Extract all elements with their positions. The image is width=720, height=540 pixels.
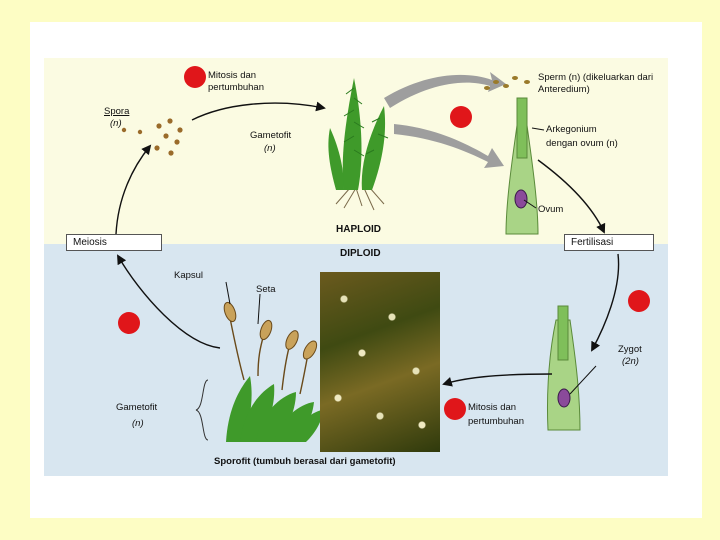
meiosis-box: Meiosis	[66, 234, 162, 251]
ovum-label: Ovum	[538, 204, 564, 215]
step-marker	[118, 312, 140, 334]
arkegonium-label-line2: dengan ovum (n)	[546, 138, 618, 149]
mitosis-bottom-label-line2: pertumbuhan	[468, 416, 524, 427]
seta-label: Seta	[256, 284, 276, 295]
haploid-label: HAPLOID	[336, 224, 381, 235]
gametofit-bottom-label: Gametofit	[116, 402, 158, 413]
zygot-label: Zygot	[618, 344, 642, 355]
diploid-label: DIPLOID	[340, 248, 381, 259]
mitosis-top-label-line1: Mitosis dan	[208, 70, 257, 81]
sporofit-label: Sporofit (tumbuh berasal dari gametofit)	[214, 456, 396, 467]
sperm-label-line2: Anteredium)	[538, 84, 590, 95]
kapsul-label: Kapsul	[174, 270, 204, 281]
sperm-label-line1: Sperm (n) (dikeluarkan dari	[538, 72, 654, 83]
step-marker	[628, 290, 650, 312]
step-marker	[450, 106, 472, 128]
mitosis-top-label-line2: pertumbuhan	[208, 82, 264, 93]
moss-life-cycle-diagram: Mitosis dan pertumbuhan Spora (n) Gameto…	[44, 58, 668, 476]
zygot-ploidy-label: (2n)	[622, 356, 639, 367]
gametofit-bottom-ploidy-label: (n)	[132, 418, 144, 429]
sporophyte-plant-illustration	[195, 301, 324, 442]
spora-label: Spora	[104, 106, 130, 117]
mitosis-bottom-label-line1: Mitosis dan	[468, 402, 517, 413]
gametofit-top-label: Gametofit	[250, 130, 292, 141]
moss-sporophyte-photo	[320, 272, 440, 452]
gametofit-top-ploidy-label: (n)	[264, 143, 276, 154]
step-marker	[444, 398, 466, 420]
arkegonium-label-line1: Arkegonium	[546, 124, 597, 135]
gametophyte-plant-illustration	[328, 78, 389, 211]
spores-illustration	[121, 118, 183, 156]
fertilisasi-box: Fertilisasi	[564, 234, 654, 251]
step-marker	[184, 66, 206, 88]
archegonium-illustration	[505, 97, 539, 235]
spora-ploidy-label: (n)	[110, 118, 122, 129]
cycle-illustration	[115, 72, 620, 442]
zygote-archegonium-illustration	[546, 305, 581, 431]
